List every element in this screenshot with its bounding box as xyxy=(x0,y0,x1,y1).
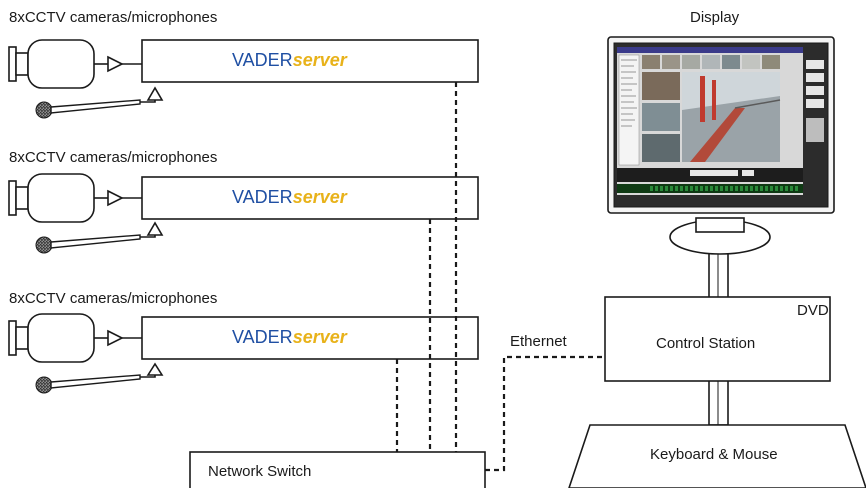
vader-server-box xyxy=(141,316,479,360)
keyboard-label: Keyboard & Mouse xyxy=(650,446,778,463)
control-station-label: Control Station xyxy=(656,335,756,352)
server-name: VADERserver xyxy=(232,327,347,348)
server-name-server: server xyxy=(292,327,347,347)
cameras-label: 8xCCTV cameras/microphones xyxy=(9,149,218,166)
cameras-label: 8xCCTV cameras/microphones xyxy=(9,9,218,26)
vader-server-box xyxy=(141,39,479,83)
camera-icon xyxy=(8,313,142,363)
server-name: VADERserver xyxy=(232,50,347,71)
network-switch-box xyxy=(189,451,486,488)
microphone-icon xyxy=(35,221,164,254)
network-links xyxy=(395,82,605,472)
monitor-icon xyxy=(607,36,835,299)
dvd-label: DVD xyxy=(797,302,829,319)
network-switch-label: Network Switch xyxy=(208,463,312,480)
ethernet-label: Ethernet xyxy=(510,333,567,350)
microphone-icon xyxy=(35,86,164,119)
server-name-vader: VADER xyxy=(232,187,293,207)
server-name-server: server xyxy=(292,50,347,70)
server-name-server: server xyxy=(292,187,347,207)
control-station-box xyxy=(604,296,831,382)
vader-server-box xyxy=(141,176,479,220)
camera-icon xyxy=(8,173,142,223)
server-name-vader: VADER xyxy=(232,50,293,70)
server-name-vader: VADER xyxy=(232,327,293,347)
cameras-label: 8xCCTV cameras/microphones xyxy=(9,290,218,307)
display-label: Display xyxy=(690,9,740,26)
keyboard-shape xyxy=(568,424,866,488)
camera-icon xyxy=(8,39,142,89)
server-name: VADERserver xyxy=(232,187,347,208)
microphone-icon xyxy=(35,362,164,394)
